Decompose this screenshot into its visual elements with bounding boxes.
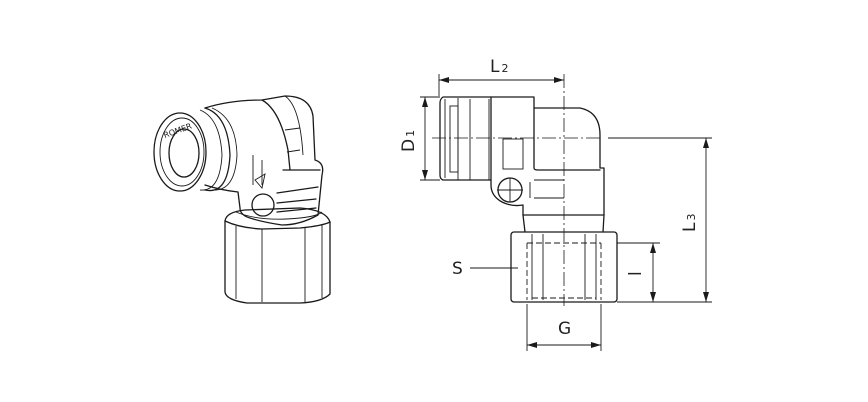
isometric-fitting-view: ROMER bbox=[153, 95, 331, 304]
logo-text: ROMER bbox=[162, 121, 193, 140]
label-G: G bbox=[558, 319, 571, 339]
label-l: l bbox=[626, 271, 646, 276]
hex-nut-iso bbox=[224, 207, 331, 304]
label-S: S bbox=[452, 259, 463, 279]
label-D1: D1 bbox=[399, 130, 419, 152]
elbow-body-iso bbox=[204, 95, 324, 226]
dimension-S: S bbox=[452, 259, 518, 279]
collet-side bbox=[439, 96, 492, 181]
dimension-L3: L3 bbox=[608, 137, 712, 303]
dimension-G: G bbox=[526, 304, 602, 351]
nut-side bbox=[510, 231, 618, 303]
label-L3: L3 bbox=[680, 214, 700, 232]
push-in-collet-iso: ROMER bbox=[153, 107, 238, 192]
dimension-D1: D1 bbox=[399, 96, 440, 181]
elbow-body-side bbox=[490, 96, 605, 233]
dimension-l: l bbox=[617, 242, 660, 302]
